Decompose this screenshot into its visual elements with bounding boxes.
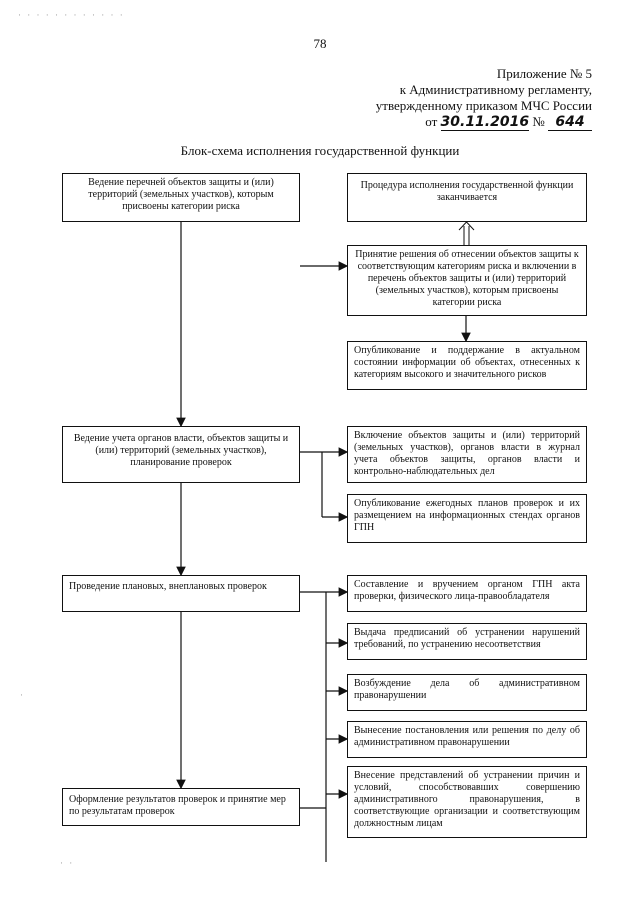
step-inspection-act-text: Составление и вручением органом ГПН акта… (354, 579, 580, 602)
step-issue-decision: Вынесение постановления или решения по д… (347, 721, 587, 758)
step-accounting-planning-text: Ведение учета органов власти, объектов з… (73, 433, 289, 468)
page-number: 78 (313, 36, 327, 51)
scan-noise-top: · · · · · · · · · · · · (18, 10, 125, 20)
step-journal-inclusion-text: Включение объектов защиты и (или) террит… (354, 430, 580, 477)
handwritten-date: 30.11.2016 (440, 114, 530, 131)
step-initiate-case-text: Возбуждение дела об административном пра… (354, 678, 580, 701)
order-date-line: от 30.11.2016 № 644 (376, 114, 592, 131)
step-formalize-results-text: Оформление результатов проверок и принят… (69, 794, 286, 817)
step-issue-orders-text: Выдача предписаний об устранении нарушен… (354, 627, 580, 650)
page-title: Блок-схема исполнения государственной фу… (180, 143, 460, 158)
step-maintain-risk-lists: Ведение перечней объектов защиты и (или)… (62, 173, 300, 222)
step-initiate-case: Возбуждение дела об административном пра… (347, 674, 587, 711)
step-inspection-act: Составление и вручением органом ГПН акта… (347, 575, 587, 612)
step-maintain-risk-lists-text: Ведение перечней объектов защиты и (или)… (88, 177, 274, 212)
step-submit-representations-text: Внесение представлений об устранении при… (354, 770, 580, 829)
step-risk-category-decision: Принятие решения об отнесении объектов з… (347, 245, 587, 316)
regulation-reference: к Административному регламенту, (399, 82, 592, 97)
step-accounting-planning: Ведение учета органов власти, объектов з… (62, 426, 300, 483)
step-conduct-inspections-text: Проведение плановых, внеплановых проверо… (69, 581, 267, 592)
step-journal-inclusion: Включение объектов защиты и (или) террит… (347, 426, 587, 483)
step-procedure-ends-text: Процедура исполнения государственной фун… (360, 180, 574, 203)
step-issue-decision-text: Вынесение постановления или решения по д… (354, 725, 580, 748)
step-publish-risk-info: Опубликование и поддержание в актуальном… (347, 341, 587, 390)
order-reference: утвержденному приказом МЧС России (375, 98, 592, 113)
scan-noise-bottom: · · (60, 858, 75, 868)
date-prefix: от (425, 114, 438, 129)
step-publish-plans: Опубликование ежегодных планов проверок … (347, 494, 587, 543)
appendix-label: Приложение № 5 (496, 66, 592, 81)
step-publish-risk-info-text: Опубликование и поддержание в актуальном… (354, 345, 580, 380)
step-procedure-ends: Процедура исполнения государственной фун… (347, 173, 587, 222)
step-formalize-results: Оформление результатов проверок и принят… (62, 788, 300, 826)
step-submit-representations: Внесение представлений об устранении при… (347, 766, 587, 838)
document-header: Приложение № 5 к Административному регла… (376, 66, 592, 131)
number-sign: № (532, 114, 545, 129)
step-risk-category-decision-text: Принятие решения об отнесении объектов з… (355, 249, 579, 308)
scan-noise-left: · (20, 690, 25, 700)
step-publish-plans-text: Опубликование ежегодных планов проверок … (354, 498, 580, 533)
step-conduct-inspections: Проведение плановых, внеплановых проверо… (62, 575, 300, 612)
handwritten-number: 644 (548, 114, 592, 131)
step-issue-orders: Выдача предписаний об устранении нарушен… (347, 623, 587, 660)
